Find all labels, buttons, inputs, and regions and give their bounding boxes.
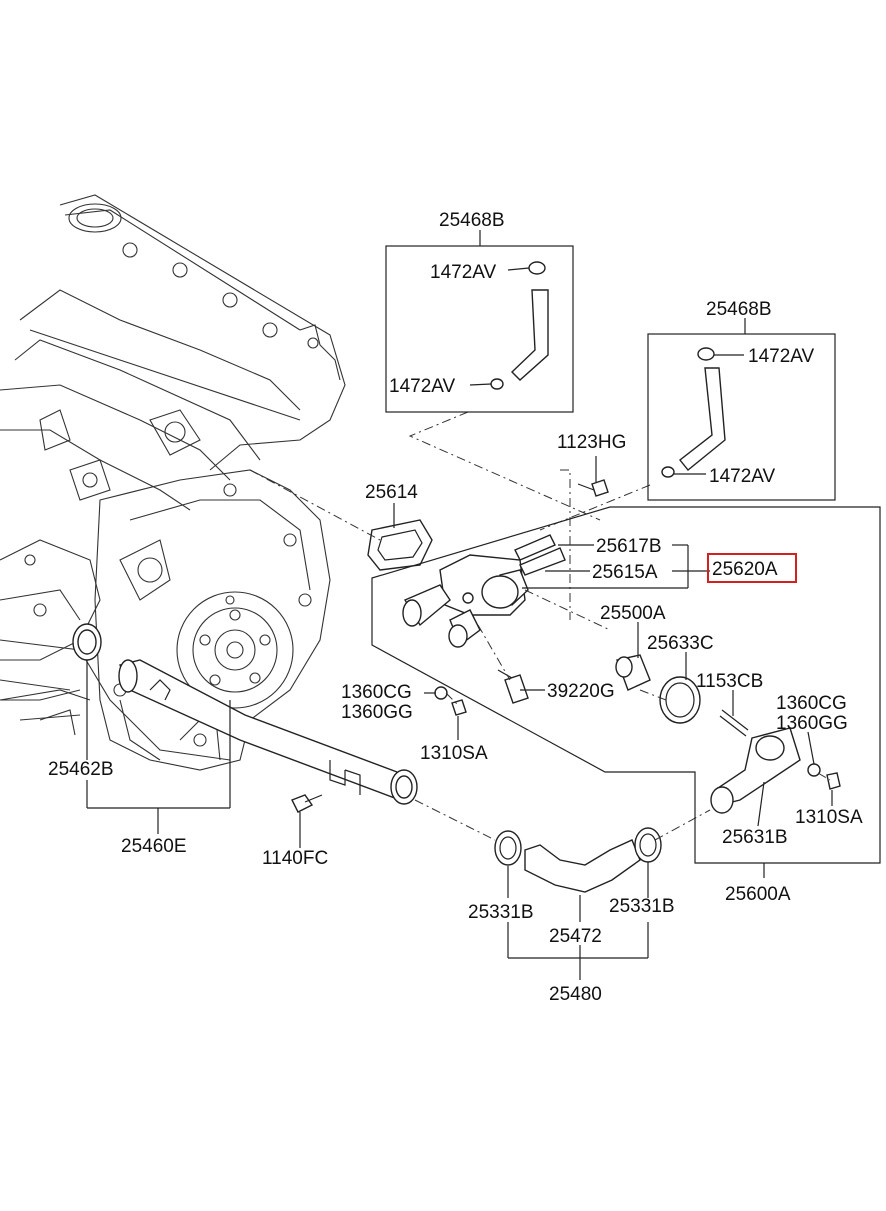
label-1360gg-left: 1360GG	[341, 702, 413, 723]
seal-ring-25462b	[72, 623, 102, 661]
label-1360cg-right: 1360CG	[776, 693, 847, 714]
gasket-25614	[367, 519, 433, 571]
label-1310sa-right: 1310SA	[795, 807, 863, 828]
water-pipe-25460e	[118, 659, 418, 805]
bolt-1123hg	[577, 479, 609, 497]
label-25460e: 25460E	[121, 836, 187, 857]
gasket-25633c	[659, 676, 701, 724]
label-25631b: 25631B	[722, 827, 788, 848]
label-25614: 25614	[365, 482, 418, 503]
dashed-reference-lines	[249, 411, 831, 841]
callout-labels: 25468B 1472AV 1472AV 25468B 1472AV 1472A…	[48, 210, 863, 1005]
label-1140fc: 1140FC	[262, 848, 328, 869]
thermostat-housing-25620a	[402, 534, 566, 648]
hose-clamp-25331b-left	[494, 830, 522, 866]
label-25620a: 25620A	[712, 559, 778, 580]
label-1153cb: 1153CB	[696, 671, 763, 692]
label-25331b-right: 25331B	[609, 896, 675, 917]
label-25600a: 25600A	[725, 884, 791, 905]
label-25480: 25480	[549, 984, 602, 1005]
label-1472av-left-top: 1472AV	[430, 262, 497, 283]
label-25615a: 25615A	[592, 562, 658, 583]
temperature-sensor-39220g	[497, 669, 529, 704]
thermostat-25500a	[615, 654, 651, 691]
hose-25468b-left	[490, 261, 549, 390]
label-1472av-left-bottom: 1472AV	[389, 376, 456, 397]
label-1360cg-left: 1360CG	[341, 682, 412, 703]
label-1472av-right-top: 1472AV	[748, 346, 815, 367]
stud-1153cb	[719, 709, 749, 737]
label-25468b-right: 25468B	[706, 299, 772, 320]
label-39220g: 39220G	[547, 681, 615, 702]
label-1310sa-left: 1310SA	[420, 743, 488, 764]
label-25633c: 25633C	[647, 633, 714, 654]
engine-block-illustration	[0, 194, 346, 771]
label-1472av-right-bottom: 1472AV	[709, 466, 776, 487]
label-25500a: 25500A	[600, 603, 666, 624]
label-25472: 25472	[549, 926, 602, 947]
hose-25472	[524, 839, 641, 893]
label-25617b: 25617B	[596, 536, 662, 557]
nuts-left	[434, 686, 467, 716]
label-25462b: 25462B	[48, 759, 114, 780]
water-inlet-fitting-25631b	[710, 727, 801, 814]
hose-25468b-right	[661, 347, 726, 478]
leader-lines	[86, 230, 881, 980]
label-1123hg: 1123HG	[557, 432, 626, 453]
label-1360gg-right: 1360GG	[776, 713, 848, 734]
label-25468b-left: 25468B	[439, 210, 505, 231]
highlight-box-25620a	[707, 553, 797, 583]
bolt-1140fc	[291, 794, 323, 848]
hose-clamp-25331b-right	[634, 827, 662, 863]
label-25331b-left: 25331B	[468, 902, 534, 923]
